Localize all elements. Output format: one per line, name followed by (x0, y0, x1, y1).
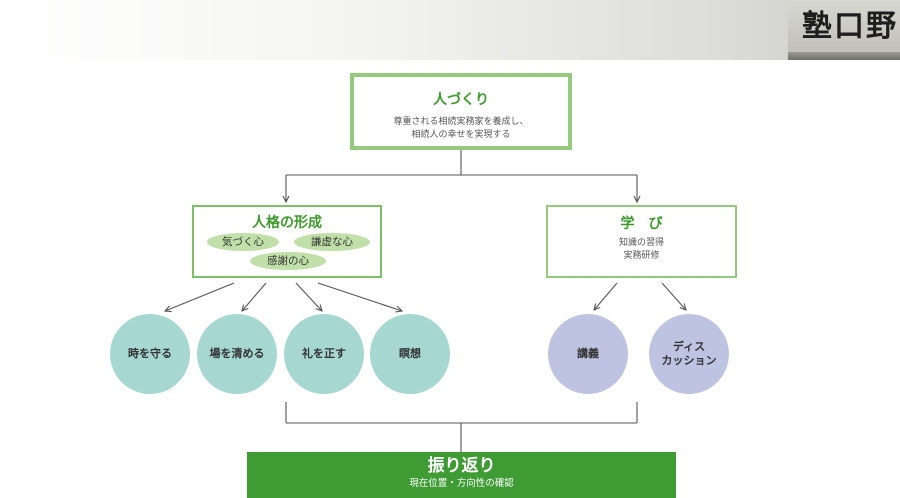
circle-discussion: ディス カッション (649, 314, 729, 394)
right-box-description: 知識の習得 実務研修 (548, 237, 735, 263)
bottom-bar-subtitle: 現在位置・方向性の確認 (409, 478, 514, 489)
top-box-desc-line-2: 相続人の幸せを実現する (411, 130, 511, 140)
circle-discussion-line-1: ディス (672, 340, 706, 353)
bottom-bar-title: 振り返り (427, 456, 496, 476)
top-box-description: 尊重される相続実務家を養成し、 相続人の幸せを実現する (354, 116, 568, 142)
pill-kizuku: 気づく心 (207, 233, 279, 251)
circle-meisou: 瞑想 (370, 314, 450, 394)
arrow-to-circle-5 (594, 282, 618, 310)
pill-kansha: 感謝の心 (250, 252, 326, 270)
circle-kougi: 講義 (548, 314, 628, 394)
arrow-to-circle-1 (165, 282, 235, 311)
left-box-title: 人格の形成 (252, 215, 322, 231)
circle-rei-wo-tadasu: 礼を正す (284, 314, 364, 394)
top-box-desc-line-1: 尊重される相続実務家を養成し、 (393, 117, 529, 127)
arrow-to-circle-2 (242, 282, 267, 311)
circle-discussion-label: ディス カッション (662, 340, 717, 368)
calligraphy-text: 塾口野 (802, 9, 898, 44)
pill-kenkyo: 謙虚な心 (294, 233, 370, 251)
arrow-to-circle-3 (295, 282, 322, 311)
calligraphy-signboard: 塾口野 (788, 0, 900, 60)
arrow-to-circle-4 (317, 282, 402, 311)
signboard-shelf (788, 52, 900, 60)
right-box-desc-line-1: 知識の習得 (618, 238, 664, 248)
bottom-bar: 振り返り 現在位置・方向性の確認 (247, 452, 676, 498)
arrow-to-circle-6 (661, 282, 686, 310)
right-box-title: 学び (620, 216, 677, 232)
right-box: 学び 知識の習得 実務研修 (546, 205, 737, 278)
circle-toki-wo-mamoru: 時を守る (110, 314, 190, 394)
right-box-desc-line-2: 実務研修 (623, 251, 660, 261)
header-banner (0, 0, 900, 60)
top-box-title: 人づくり (433, 92, 489, 108)
top-box: 人づくり 尊重される相続実務家を養成し、 相続人の幸せを実現する (350, 73, 572, 150)
circle-ba-wo-kiyomeru: 場を清める (197, 314, 277, 394)
circle-discussion-line-2: カッション (661, 354, 717, 367)
